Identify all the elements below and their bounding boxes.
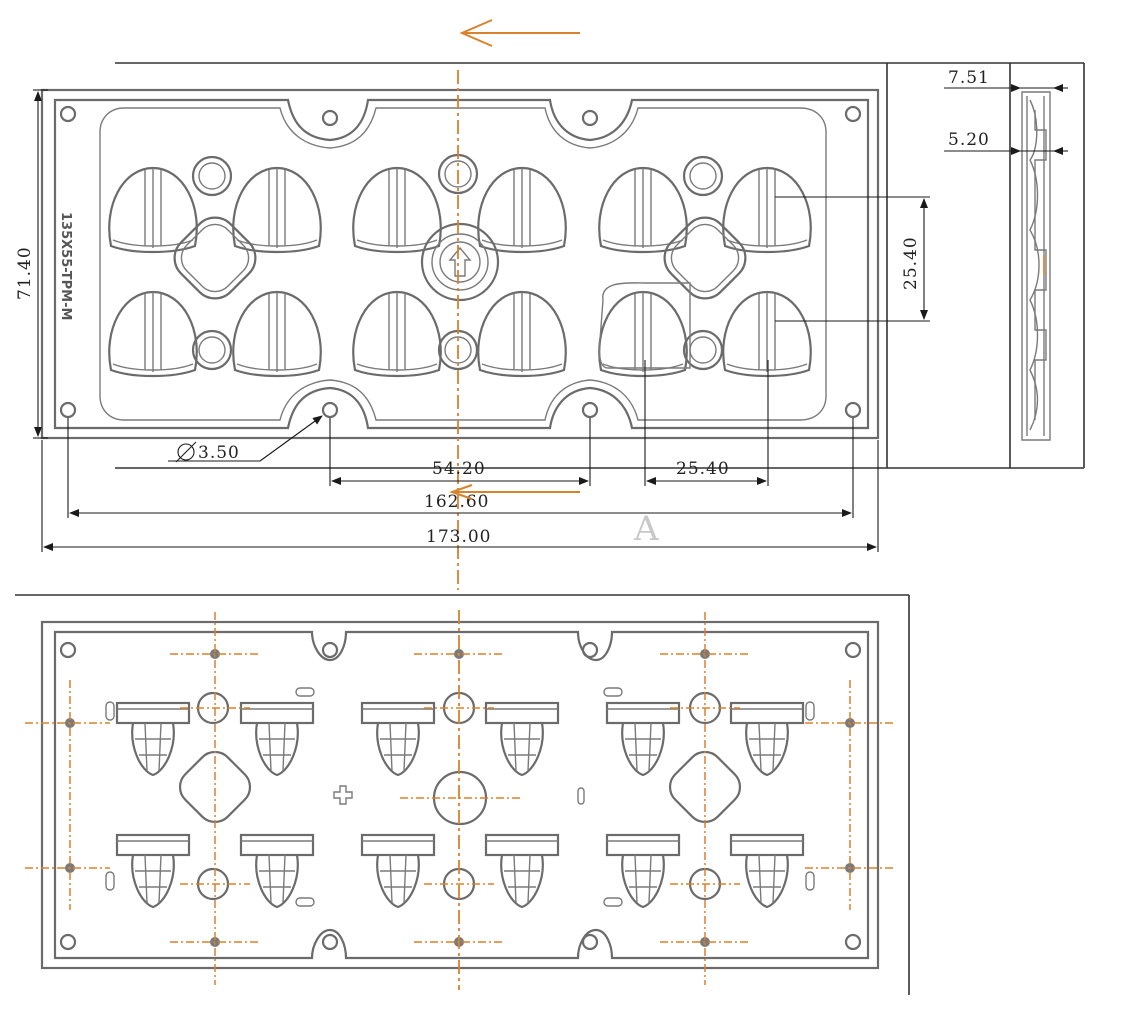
bottom-view xyxy=(40,620,880,970)
dimension-hole-diameter: 3.50 xyxy=(168,415,323,463)
dimension-text: 7.51 xyxy=(948,68,990,88)
bottom-centerlines xyxy=(25,610,895,990)
dimension-text: 71.40 xyxy=(15,246,35,300)
plus-icon xyxy=(333,785,353,805)
side-view xyxy=(1021,91,1051,441)
dimension-text: 5.20 xyxy=(948,130,990,150)
dimension-hole-spacing-outer: 162.60 xyxy=(67,418,854,518)
middle-cluster xyxy=(352,166,567,378)
top-view: 135X55-TPM-M xyxy=(40,88,880,440)
part-number: 135X55-TPM-M xyxy=(58,212,73,320)
dimension-height-overall: 71.40 xyxy=(15,89,48,439)
dimension-hole-spacing-inner: 54.20 xyxy=(329,418,591,486)
dimension-width-overall: 173.00 xyxy=(41,440,879,552)
dimension-text: 173.00 xyxy=(426,527,491,547)
bottom-middle-cluster xyxy=(360,701,560,909)
dimension-thickness-base: 5.20 xyxy=(944,130,1068,155)
diameter-symbol-icon xyxy=(175,441,197,463)
dimension-text: 25.40 xyxy=(676,459,730,479)
dimension-text: 3.50 xyxy=(198,443,240,463)
view-label: A xyxy=(633,509,659,549)
up-arrow-icon xyxy=(448,246,472,277)
direction-arrow-icon xyxy=(459,19,580,47)
dimension-led-pitch-horizontal: 25.40 xyxy=(644,360,769,486)
dimension-text: 162.60 xyxy=(424,492,489,512)
dimension-text: 54.20 xyxy=(432,459,486,479)
dimension-text: 25.40 xyxy=(901,236,921,290)
dimension-thickness-total: 7.51 xyxy=(944,68,1068,92)
dimension-led-pitch-vertical: 25.40 xyxy=(775,196,930,322)
direction-arrow-icon xyxy=(448,484,580,500)
